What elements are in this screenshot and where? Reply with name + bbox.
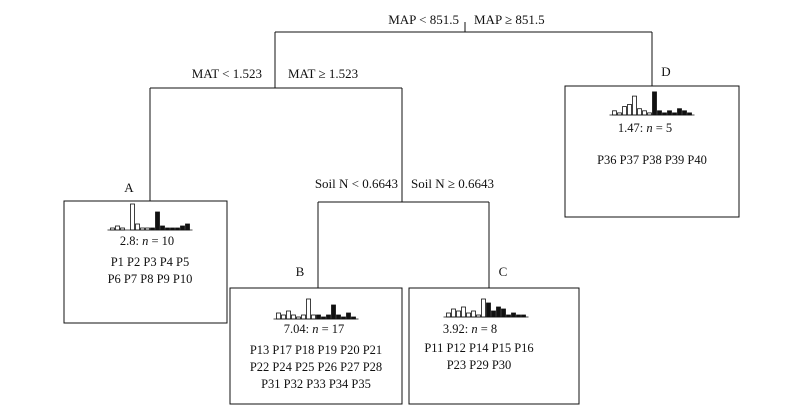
histogram-bar: [301, 314, 306, 320]
histogram-bar: [511, 312, 516, 318]
histogram-bar: [336, 314, 341, 320]
histogram-bar: [642, 110, 647, 116]
histogram-bar: [276, 312, 281, 320]
histogram-bar: [135, 223, 140, 231]
leaf-plot-line: P23 P29 P30: [447, 358, 512, 372]
leaf-b-box: [229, 287, 403, 405]
leaf-c-histogram: [443, 298, 529, 318]
leaf-a-summary: 2.8: n = 10: [120, 234, 174, 248]
histogram-bar: [446, 312, 451, 318]
histogram-bar: [471, 310, 476, 318]
split-soiln-right: Soil N ≥ 0.6643: [411, 176, 494, 191]
histogram-bar: [632, 95, 637, 116]
leaf-plot-line: P13 P17 P18 P19 P20 P21: [250, 343, 382, 357]
histogram-bar: [627, 104, 632, 116]
leaf-a-label: A: [124, 180, 134, 195]
histogram-bar: [311, 314, 316, 320]
histogram-bar: [657, 110, 662, 116]
leaf-c-label: C: [499, 264, 508, 279]
leaf-d-histogram: [609, 91, 695, 116]
leaf-n-symbol: n: [312, 322, 318, 336]
histogram-bar: [130, 203, 135, 231]
leaf-d-label: D: [661, 64, 670, 79]
histogram-bar: [326, 314, 331, 320]
histogram-bar: [155, 211, 160, 231]
histogram-bar: [486, 302, 491, 318]
histogram-bar: [652, 91, 657, 116]
histogram-bar: [622, 106, 627, 116]
leaf-d: D 1.47: n = 5 P36 P37 P38 P39 P40: [564, 64, 740, 218]
histogram-bar: [466, 312, 471, 318]
leaf-c-box: [408, 287, 580, 405]
leaf-mean-value: 1.47:: [618, 121, 646, 135]
histogram-bar: [481, 298, 486, 318]
leaf-plot-line: P6 P7 P8 P9 P10: [108, 272, 193, 286]
histogram-bar: [306, 298, 311, 320]
split-root-left: MAP < 851.5: [388, 12, 459, 27]
histogram-bar: [316, 314, 321, 320]
histogram-bar: [456, 310, 461, 318]
histogram-bar: [612, 110, 617, 116]
leaf-n-count: = 5: [653, 121, 673, 135]
histogram-bar: [160, 225, 165, 231]
histogram-bar: [637, 108, 642, 116]
leaf-c-summary: 3.92: n = 8: [443, 322, 497, 336]
split-soiln-left: Soil N < 0.6643: [315, 176, 398, 191]
leaf-mean-value: 2.8:: [120, 234, 142, 248]
histogram-bar: [180, 225, 185, 231]
split-mat-right: MAT ≥ 1.523: [288, 66, 358, 81]
leaf-mean-value: 7.04:: [284, 322, 312, 336]
histogram-bar: [682, 110, 687, 116]
leaf-n-count: = 17: [318, 322, 344, 336]
split-mat-left: MAT < 1.523: [192, 66, 262, 81]
histogram-bar: [185, 223, 190, 231]
leaf-plot-line: P36 P37 P38 P39 P40: [597, 153, 707, 167]
histogram-bar: [291, 314, 296, 320]
leaf-a-plots: P1 P2 P3 P4 P5 P6 P7 P8 P9 P10: [108, 255, 193, 286]
leaf-plot-line: P11 P12 P14 P15 P16: [424, 341, 533, 355]
histogram-bar: [667, 110, 672, 116]
histogram-bar: [461, 306, 466, 318]
leaf-a-box: [63, 200, 228, 324]
leaf-plot-line: P31 P32 P33 P34 P35: [261, 377, 371, 391]
histogram-bar: [286, 310, 291, 320]
leaf-n-symbol: n: [646, 121, 652, 135]
leaf-d-plots: P36 P37 P38 P39 P40: [597, 153, 707, 167]
leaf-plot-line: P1 P2 P3 P4 P5: [111, 255, 190, 269]
histogram-bar: [451, 308, 456, 318]
histogram-bar: [331, 304, 336, 320]
leaf-b-histogram: [273, 298, 359, 320]
split-root-right: MAP ≥ 851.5: [474, 12, 545, 27]
leaf-a-histogram: [107, 203, 193, 231]
leaf-mean-value: 3.92:: [443, 322, 471, 336]
leaf-n-symbol: n: [142, 234, 148, 248]
histogram-bar: [491, 310, 496, 318]
leaf-a: A 2.8: n = 10 P1 P2 P3 P4 P5 P6 P7 P8 P9 …: [63, 180, 228, 324]
leaf-b-label: B: [296, 264, 305, 279]
leaf-d-box: [564, 85, 740, 218]
histogram-bar: [346, 312, 351, 320]
leaf-plot-line: P22 P24 P25 P26 P27 P28: [250, 360, 382, 374]
histogram-bar: [501, 308, 506, 318]
leaf-n-count: = 8: [478, 322, 498, 336]
histogram-bar: [281, 314, 286, 320]
leaf-d-summary: 1.47: n = 5: [618, 121, 672, 135]
histogram-bar: [115, 225, 120, 231]
leaf-n-symbol: n: [471, 322, 477, 336]
histogram-bar: [496, 306, 501, 318]
leaf-b-summary: 7.04: n = 17: [284, 322, 345, 336]
leaf-n-count: = 10: [148, 234, 174, 248]
histogram-bar: [677, 108, 682, 116]
